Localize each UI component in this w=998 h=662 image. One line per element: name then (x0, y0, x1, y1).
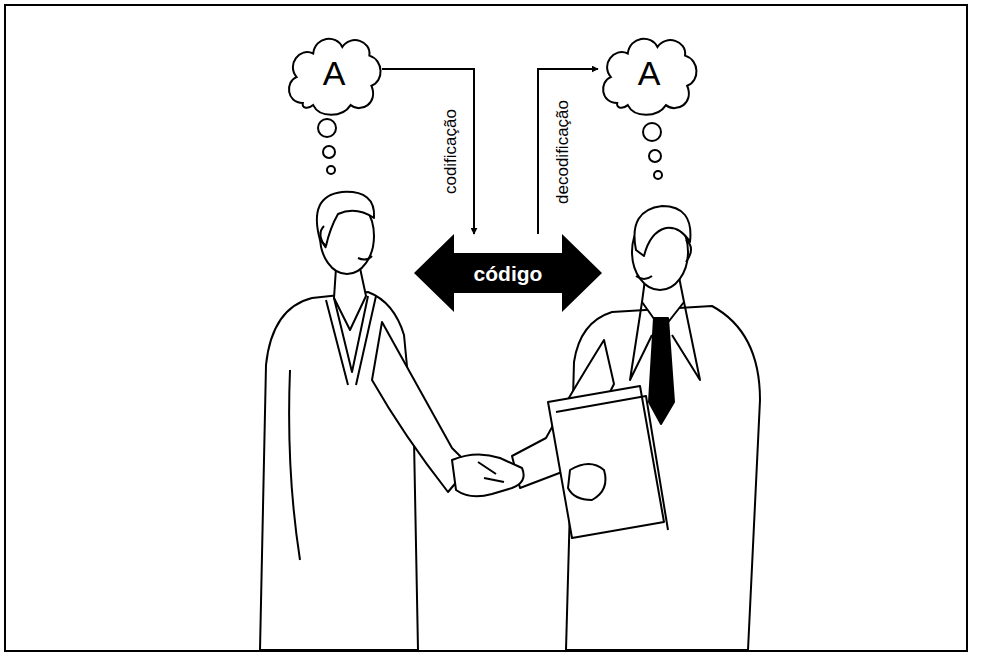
edge-label: codificação (442, 109, 459, 194)
bubble (323, 146, 335, 158)
tie (649, 318, 674, 424)
mouth (636, 276, 652, 279)
process-arrow (382, 69, 474, 234)
mouth (358, 256, 372, 260)
edge-label: decodificação (554, 100, 571, 204)
lapel (630, 302, 700, 380)
bubble (649, 150, 661, 162)
lapel (334, 296, 368, 372)
fingers (478, 462, 504, 482)
code-arrow: código (414, 234, 602, 312)
bubble (643, 123, 661, 141)
folder (548, 386, 664, 538)
hands (452, 454, 524, 496)
hair (317, 192, 374, 246)
bubble (318, 119, 336, 137)
ear (320, 226, 326, 248)
code-label: código (474, 263, 543, 284)
ear (686, 240, 691, 262)
handshake (452, 454, 524, 496)
fold (289, 370, 300, 560)
thought-bubbles (318, 119, 662, 179)
double-arrow-shape (414, 234, 602, 312)
bubble (654, 171, 662, 179)
frame (5, 5, 967, 651)
folder-page (556, 396, 668, 530)
thought-letter: A (638, 56, 661, 90)
cloud-outline (603, 39, 696, 115)
cloud-outline (289, 39, 381, 115)
lapel-line (326, 296, 376, 385)
thought-cloud: A (282, 32, 386, 118)
thought-cloud: A (596, 32, 702, 118)
hair (634, 206, 690, 256)
hand (568, 464, 606, 500)
process-arrow (538, 69, 598, 234)
bubble (327, 166, 335, 174)
thought-letter: A (323, 56, 346, 90)
